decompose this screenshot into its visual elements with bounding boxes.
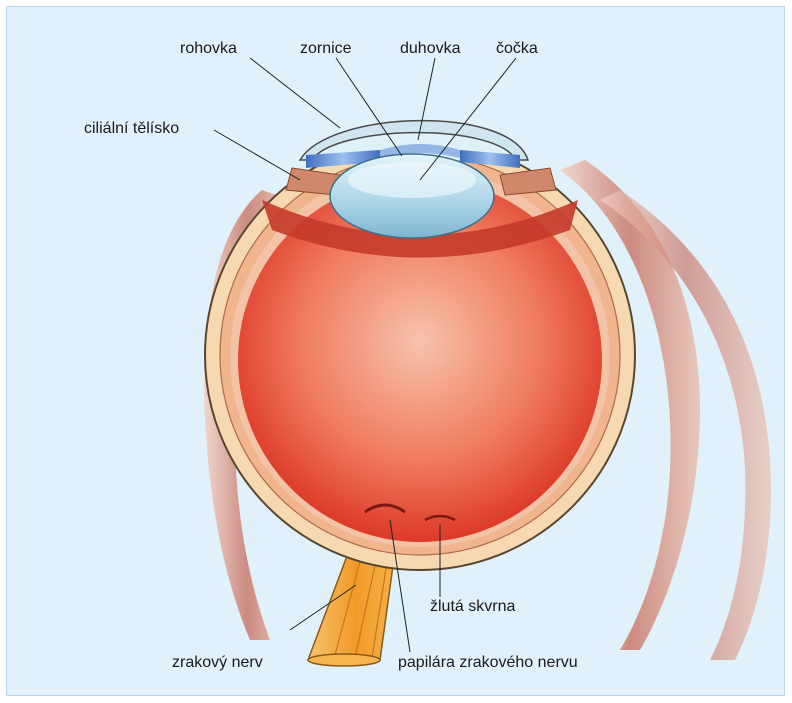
label-zornice: zornice (300, 40, 352, 57)
label-zluta-skvrna: žlutá skvrna (430, 598, 515, 615)
label-papilara: papilára zrakového nervu (398, 654, 578, 671)
label-duhovka: duhovka (400, 40, 461, 57)
label-cilialni-telisko: ciliální tělísko (84, 120, 179, 137)
label-cocka: čočka (496, 40, 538, 57)
label-rohovka: rohovka (180, 40, 237, 57)
label-zrakovy-nerv: zrakový nerv (172, 654, 263, 671)
